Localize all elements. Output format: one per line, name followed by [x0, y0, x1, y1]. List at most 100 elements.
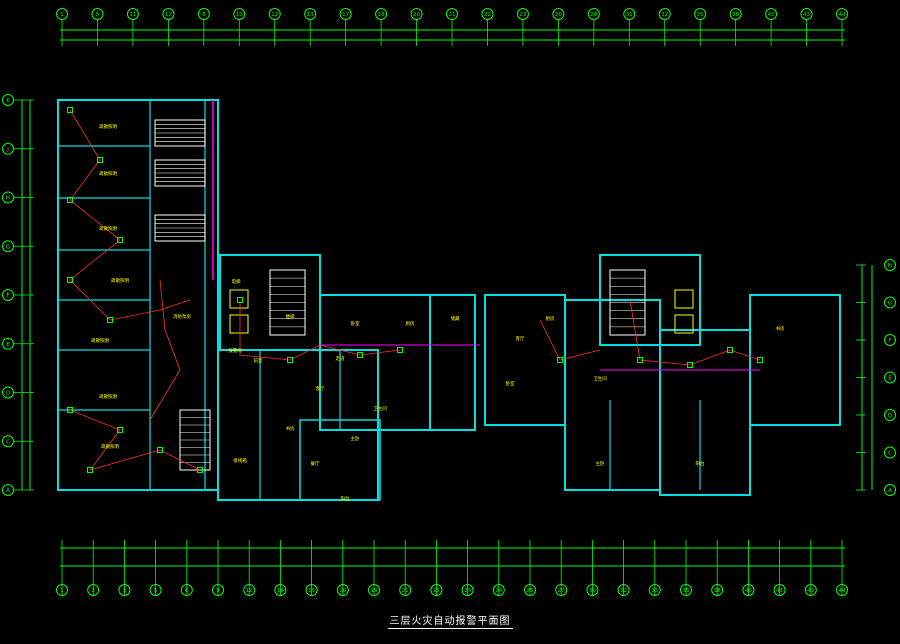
- top-axis-label-11: 21: [449, 12, 456, 18]
- device-label-9: 接线箱: [233, 457, 247, 464]
- bottom-axis-label-17: 30: [589, 588, 596, 594]
- top-axis-bubble-17: [658, 8, 671, 20]
- top-axis-bubble-3: [162, 8, 175, 20]
- top-axis-bubble-1: [91, 8, 104, 20]
- top-axis-label-7: 13: [307, 12, 314, 18]
- bottom-axis-bubble-19: [648, 584, 661, 596]
- wire-5: [539, 319, 601, 361]
- bottom-axis-bubble-22: [742, 584, 755, 596]
- top-axis-bubble-18: [694, 8, 707, 20]
- detector-10: [197, 467, 203, 473]
- top-axis-bubble-20: [765, 8, 778, 20]
- device-label-5: 疏散照明: [99, 393, 117, 400]
- top-axis-bubble-14: [552, 8, 565, 20]
- right-axis-label-5: C: [888, 451, 892, 457]
- detector-11: [237, 297, 243, 303]
- bottom-axis-label-15: 25: [527, 588, 534, 594]
- bottom-axis-bubble-23: [773, 584, 786, 596]
- left-axis-label-4: F: [6, 293, 9, 299]
- top-axis-bubble-5: [233, 8, 246, 20]
- left-axis-label-0: K: [6, 98, 10, 104]
- top-axis-label-15: 28: [590, 12, 597, 18]
- wire-1: [69, 409, 201, 471]
- detector-17: [727, 347, 733, 353]
- room-label-19: 书房: [776, 325, 785, 332]
- right-axis-bubble-0: [884, 259, 896, 271]
- wire-2: [149, 279, 181, 421]
- bottom-axis-bubble-21: [711, 584, 724, 596]
- top-axis-bubble-21: [800, 8, 813, 20]
- top-axis-bubble-4: [197, 8, 210, 20]
- top-axis-label-13: 23: [519, 12, 526, 18]
- room-label-9: 阳台: [341, 495, 350, 502]
- left-axis-bubble-6: [2, 386, 14, 399]
- detector-12: [287, 357, 293, 363]
- left-axis-bubble-1: [2, 142, 14, 155]
- top-axis-label-12: 22: [484, 12, 491, 18]
- left-axis-label-5: E: [6, 342, 10, 348]
- detector-13: [357, 352, 363, 358]
- bottom-axis-bubble-24: [804, 584, 817, 596]
- block-b-unit-4: [749, 294, 841, 426]
- bottom-axis-bubble-17: [586, 584, 599, 596]
- top-axis-label-2: 11: [129, 12, 136, 18]
- left-axis-bubble-4: [2, 289, 14, 301]
- wire-0: [69, 109, 191, 321]
- bottom-axis-label-24: 43: [807, 588, 814, 594]
- room-label-0: 楼梯: [286, 313, 295, 320]
- left-axis-label-1: J: [6, 147, 9, 153]
- detector-3: [117, 237, 123, 243]
- bottom-axis-bubble-0: [56, 584, 68, 596]
- room-label-11: 走道: [336, 355, 345, 362]
- block-a-lower: [217, 349, 379, 501]
- elevator-4: [674, 314, 694, 334]
- bottom-axis-label-1: 2: [91, 588, 95, 594]
- room-label-1: 前室: [254, 357, 263, 364]
- bottom-axis-label-20: 35: [683, 588, 690, 594]
- top-axis-label-0: 1: [60, 12, 64, 18]
- walls: [57, 99, 841, 501]
- elevator-2: [229, 314, 249, 334]
- bottom-axis-bubble-10: [368, 584, 380, 596]
- top-axis-bubble-15: [587, 8, 600, 20]
- top-axis-label-6: 12: [271, 12, 278, 18]
- detector-15: [637, 357, 643, 363]
- right-axis-bubble-6: [884, 484, 896, 496]
- bottom-axis-bubble-3: [149, 584, 162, 596]
- device-label-0: 疏散照明: [99, 123, 117, 130]
- top-axis-label-4: 8: [202, 12, 206, 18]
- left-axis-label-2: H: [6, 196, 10, 202]
- room-label-8: 主卧: [351, 435, 360, 442]
- bottom-axis-label-18: 32: [620, 588, 627, 594]
- bottom-axis-bubble-20: [680, 584, 692, 596]
- right-axis-bubble-2: [884, 334, 896, 346]
- top-axis-bubble-8: [339, 8, 352, 20]
- top-axis-label-16: 31: [626, 12, 633, 18]
- room-label-3: 卧室: [351, 320, 360, 327]
- bottom-axis-label-11: 21: [402, 588, 409, 594]
- wire-4: [629, 299, 761, 366]
- right-axis-bubble-3: [884, 371, 896, 384]
- top-axis-bubble-2: [126, 8, 139, 20]
- elevator-1: [229, 289, 249, 309]
- bottom-axis-bubble-16: [555, 584, 568, 596]
- right-axis-label-4: D: [888, 413, 892, 419]
- detector-2: [67, 197, 73, 203]
- top-axis-label-10: 20: [413, 12, 420, 18]
- bottom-axis-label-2: 3: [123, 588, 127, 594]
- device-label-4: 疏散照明: [91, 337, 109, 344]
- top-axis-bubble-22: [836, 8, 848, 20]
- detector-14: [397, 347, 403, 353]
- bottom-axis-label-6: 12: [246, 588, 253, 594]
- bottom-axis-bubble-11: [399, 584, 412, 596]
- detector-8: [87, 467, 93, 473]
- left-axis-bubble-2: [2, 191, 14, 204]
- bottom-axis-bubble-2: [118, 584, 131, 596]
- top-axis-bubble-0: [56, 8, 68, 20]
- bottom-axis-bubble-4: [180, 584, 193, 596]
- caption-text: 三层火灾自动报警平面图: [387, 616, 513, 629]
- bottom-axis-label-10: 19: [371, 588, 378, 594]
- top-axis-bubble-7: [304, 8, 317, 20]
